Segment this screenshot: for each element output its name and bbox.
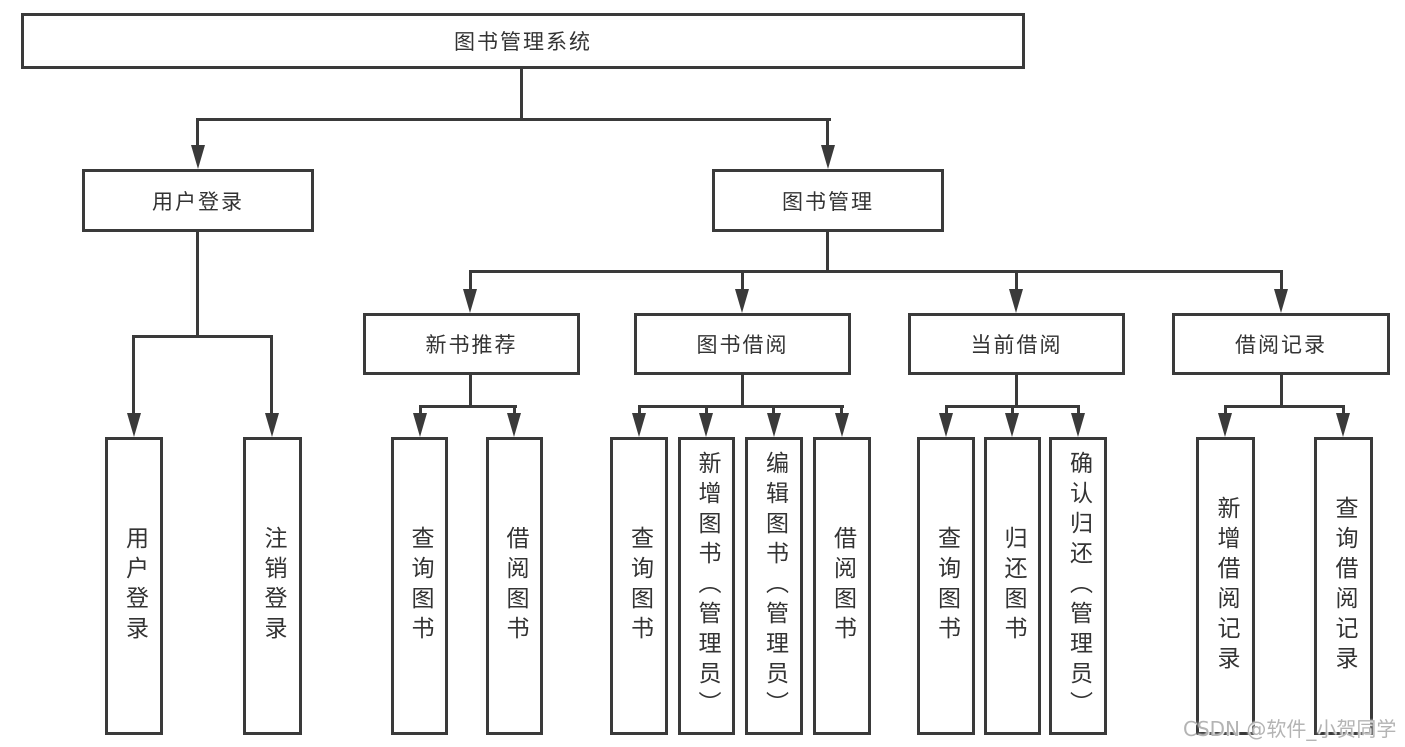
edge-drop-cb-query xyxy=(945,405,948,417)
arrow-to-cb-return xyxy=(1005,413,1019,437)
edge-drop-cb-confirm xyxy=(1077,405,1080,417)
arrow-to-bb-add xyxy=(699,413,713,437)
arrow-to-user-login xyxy=(191,145,205,169)
edge-drop-user-login xyxy=(196,118,199,148)
arrow-to-bb-query xyxy=(632,413,646,437)
arrow-to-borrow-records xyxy=(1274,289,1288,313)
arrow-to-cb-confirm xyxy=(1071,413,1085,437)
node-user-login: 用户登录 xyxy=(82,169,314,232)
node-logout-leaf: 注销登录 xyxy=(243,437,302,735)
arrow-to-logout-leaf xyxy=(265,413,279,437)
edge-drop-new-book xyxy=(469,270,472,292)
edge-drop-borrow-records xyxy=(1280,270,1283,292)
edge-borrow-records-rail xyxy=(1224,405,1345,408)
edge-drop-nb-query xyxy=(419,405,422,417)
edge-root-stem xyxy=(520,69,523,120)
node-root: 图书管理系统 xyxy=(21,13,1025,69)
edge-new-book-rail xyxy=(419,405,517,408)
node-cb-query-books: 查询图书 xyxy=(917,437,975,735)
edge-drop-cb-return xyxy=(1011,405,1014,417)
edge-drop-book-borrow xyxy=(741,270,744,292)
node-bb-query-books: 查询图书 xyxy=(610,437,668,735)
edge-drop-bb-add xyxy=(705,405,708,417)
csdn-watermark: CSDN @软件_小贺同学 xyxy=(1183,717,1397,741)
edge-drop-bb-edit xyxy=(772,405,775,417)
edge-drop-bb-query xyxy=(638,405,641,417)
edge-drop-br-query xyxy=(1342,405,1345,417)
arrow-to-new-book xyxy=(463,289,477,313)
arrow-to-login-leaf xyxy=(127,413,141,437)
edge-current-borrow-stem xyxy=(1015,375,1018,408)
node-new-book-recommend: 新书推荐 xyxy=(363,313,580,375)
node-current-borrow: 当前借阅 xyxy=(908,313,1125,375)
edge-root-rail xyxy=(197,118,831,121)
node-nb-borrow-books: 借阅图书 xyxy=(486,437,543,735)
node-book-borrow: 图书借阅 xyxy=(634,313,851,375)
node-cb-confirm-return-admin: 确认归还（管理员） xyxy=(1049,437,1107,735)
node-br-add-record: 新增借阅记录 xyxy=(1196,437,1255,735)
node-nb-query-books: 查询图书 xyxy=(391,437,448,735)
arrow-to-book-borrow xyxy=(735,289,749,313)
arrow-to-bb-borrow xyxy=(835,413,849,437)
edge-borrow-records-stem xyxy=(1280,375,1283,408)
node-br-query-record: 查询借阅记录 xyxy=(1314,437,1373,735)
arrow-to-br-add xyxy=(1218,413,1232,437)
edge-user-login-stem xyxy=(196,232,199,338)
edge-drop-br-add xyxy=(1224,405,1227,417)
node-bb-edit-book-admin: 编辑图书（管理员） xyxy=(745,437,803,735)
edge-drop-current-borrow xyxy=(1015,270,1018,292)
arrow-to-book-management xyxy=(821,145,835,169)
edge-drop-login-leaf xyxy=(132,335,135,415)
edge-book-mgmt-rail xyxy=(469,270,1283,273)
arrow-to-cb-query xyxy=(939,413,953,437)
arrow-to-current-borrow xyxy=(1009,289,1023,313)
arrow-to-bb-edit xyxy=(767,413,781,437)
arrow-to-br-query xyxy=(1336,413,1350,437)
node-borrow-records: 借阅记录 xyxy=(1172,313,1390,375)
node-cb-return-book: 归还图书 xyxy=(984,437,1041,735)
node-user-login-leaf: 用户登录 xyxy=(105,437,163,735)
edge-drop-logout-leaf xyxy=(270,335,273,415)
edge-drop-book-management xyxy=(826,118,829,148)
edge-book-borrow-stem xyxy=(741,375,744,408)
edge-drop-bb-borrow xyxy=(840,405,843,417)
edge-drop-nb-borrow xyxy=(513,405,516,417)
arrow-to-nb-borrow xyxy=(507,413,521,437)
arrow-to-nb-query xyxy=(413,413,427,437)
edge-book-borrow-rail xyxy=(638,405,844,408)
edge-new-book-stem xyxy=(469,375,472,408)
node-book-management: 图书管理 xyxy=(712,169,944,232)
edge-book-mgmt-stem xyxy=(826,232,829,273)
edge-user-login-rail xyxy=(132,335,273,338)
node-bb-add-book-admin: 新增图书（管理员） xyxy=(678,437,735,735)
node-bb-borrow-books: 借阅图书 xyxy=(813,437,871,735)
